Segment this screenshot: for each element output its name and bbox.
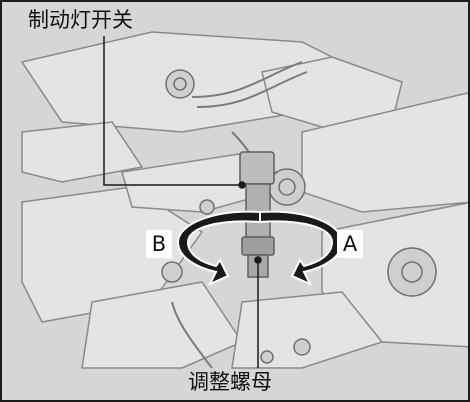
rotation-arrows — [176, 210, 344, 287]
background-parts — [20, 31, 468, 369]
direction-a-label: A — [337, 230, 363, 258]
brake-light-switch — [239, 151, 275, 278]
direction-b-label: B — [146, 230, 172, 258]
adjusting-nut-label: 调整螺母 — [188, 370, 272, 394]
brake-light-switch-label: 制动灯开关 — [28, 8, 133, 32]
leader-lines — [103, 36, 262, 368]
